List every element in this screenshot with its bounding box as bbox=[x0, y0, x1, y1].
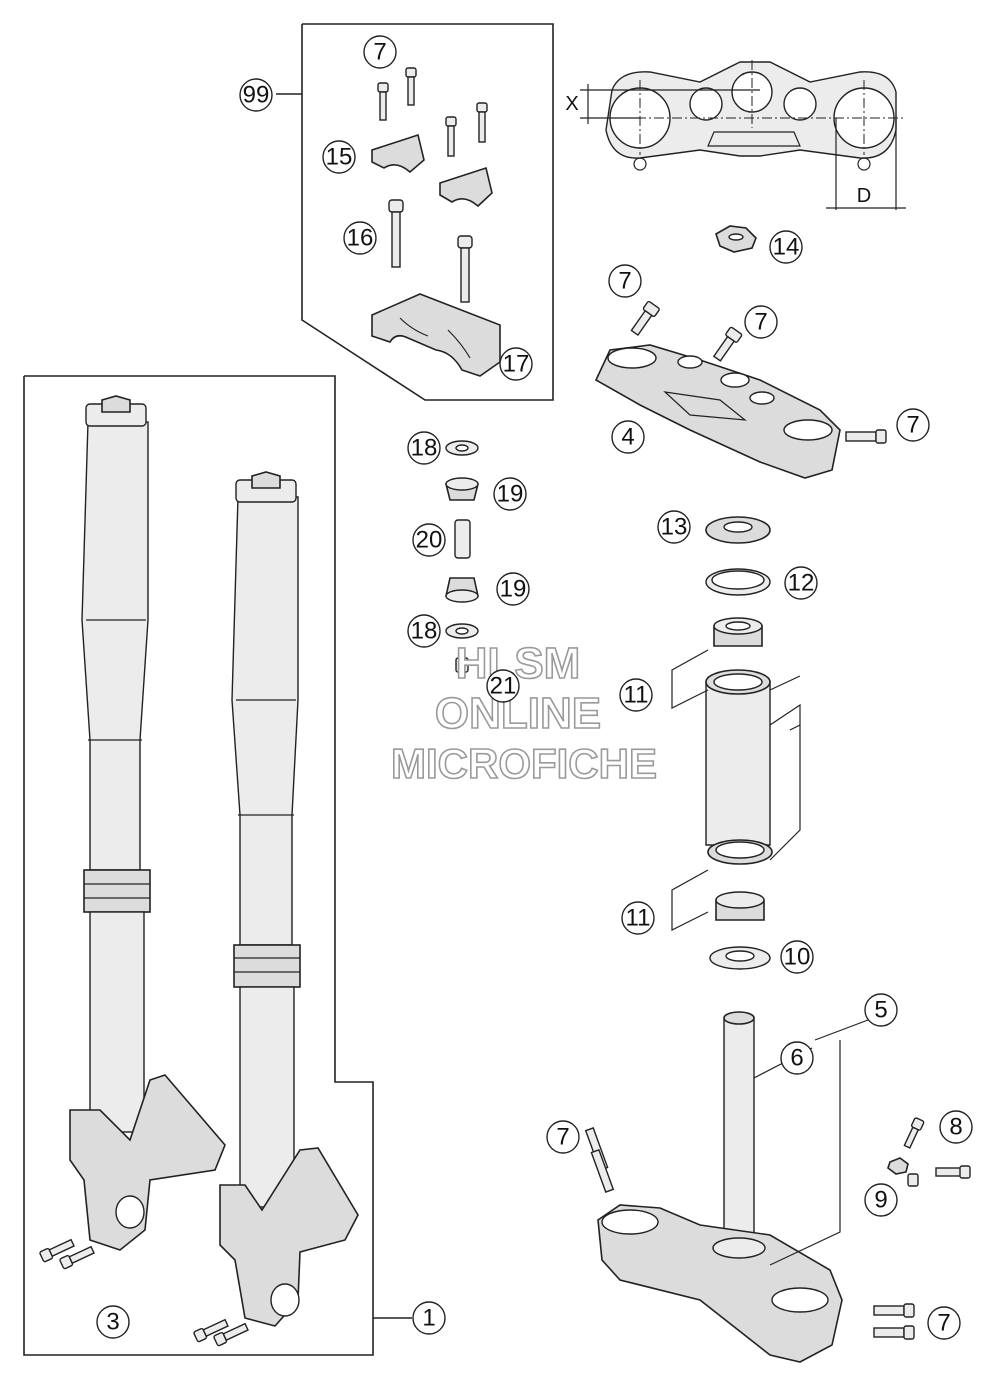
callout-9: 9 bbox=[864, 1183, 898, 1217]
callout-16: 16 bbox=[343, 221, 377, 255]
callout-11-top: 11 bbox=[619, 678, 653, 712]
svg-text:10: 10 bbox=[784, 944, 811, 971]
svg-text:15: 15 bbox=[326, 144, 353, 171]
steering-head-tube bbox=[705, 669, 801, 861]
fork-leg-right bbox=[219, 471, 359, 1327]
fork-bolts-left bbox=[39, 1238, 95, 1270]
callout-4: 4 bbox=[611, 420, 645, 454]
washer-18-top bbox=[445, 440, 479, 456]
washer-18-bottom bbox=[445, 623, 479, 639]
svg-text:16: 16 bbox=[347, 225, 374, 252]
svg-text:7: 7 bbox=[373, 39, 386, 66]
steering-nut bbox=[715, 225, 757, 253]
dimension-x bbox=[580, 84, 760, 124]
svg-text:8: 8 bbox=[949, 1114, 962, 1141]
svg-text:7: 7 bbox=[906, 412, 919, 439]
callout-13: 13 bbox=[657, 510, 691, 544]
svg-text:1: 1 bbox=[422, 1305, 435, 1332]
fork-leg-left bbox=[69, 395, 226, 1251]
callout-99: 99 bbox=[239, 78, 273, 112]
callout-7-b: 7 bbox=[744, 305, 778, 339]
dimension-d bbox=[826, 118, 906, 210]
callout-19-top: 19 bbox=[493, 477, 527, 511]
steering-stem-6 bbox=[723, 1011, 755, 1249]
callout-11-bottom: 11 bbox=[621, 901, 655, 935]
bearing-11-lower bbox=[715, 891, 765, 921]
triple-clamp-top-view bbox=[600, 60, 904, 171]
svg-text:17: 17 bbox=[503, 351, 530, 378]
svg-text:7: 7 bbox=[754, 309, 767, 336]
seal-10 bbox=[709, 946, 771, 970]
callout-6: 6 bbox=[780, 1041, 814, 1075]
svg-text:99: 99 bbox=[243, 82, 270, 109]
bearing-11-upper bbox=[713, 617, 763, 647]
callout-14: 14 bbox=[769, 230, 803, 264]
svg-text:11: 11 bbox=[624, 682, 649, 709]
svg-text:7: 7 bbox=[556, 1124, 569, 1151]
dimension-d-label: D bbox=[857, 185, 871, 207]
svg-text:5: 5 bbox=[874, 997, 887, 1024]
svg-text:12: 12 bbox=[788, 570, 815, 597]
bolt-21 bbox=[455, 657, 469, 673]
svg-text:20: 20 bbox=[416, 527, 443, 554]
callout-1: 1 bbox=[412, 1301, 446, 1335]
sleeve-20 bbox=[454, 519, 471, 559]
callout-18-bottom: 18 bbox=[407, 614, 441, 648]
svg-text:13: 13 bbox=[661, 514, 688, 541]
callout-17: 17 bbox=[499, 347, 533, 381]
bearing-cup-11-lower bbox=[707, 839, 773, 865]
watermark-line-2: ONLINE bbox=[435, 689, 601, 738]
callout-15: 15 bbox=[322, 140, 356, 174]
upper-clamp-bolts bbox=[630, 300, 887, 444]
leader-lines-11 bbox=[671, 649, 709, 931]
bushing-19-top bbox=[444, 477, 480, 501]
callout-5: 5 bbox=[864, 993, 898, 1027]
svg-text:11: 11 bbox=[626, 905, 651, 932]
callout-8: 8 bbox=[939, 1110, 973, 1144]
dimension-x-label: X bbox=[565, 93, 578, 115]
lower-triple-clamp bbox=[597, 1204, 843, 1363]
seal-ring-12 bbox=[705, 568, 771, 596]
kit-bolts-short bbox=[377, 67, 488, 157]
svg-text:18: 18 bbox=[411, 618, 438, 645]
svg-text:6: 6 bbox=[790, 1045, 803, 1072]
callout-7-e: 7 bbox=[927, 1306, 961, 1340]
svg-text:9: 9 bbox=[874, 1187, 887, 1214]
callout-19-bottom: 19 bbox=[496, 572, 530, 606]
fork-bolts-right bbox=[193, 1318, 249, 1347]
screw-8-nut-9 bbox=[887, 1117, 971, 1187]
callout-7-c: 7 bbox=[896, 408, 930, 442]
bushing-19-bottom bbox=[445, 577, 479, 603]
callout-3: 3 bbox=[96, 1305, 130, 1339]
svg-text:4: 4 bbox=[621, 424, 634, 451]
lower-clamp-bolts-right bbox=[873, 1303, 915, 1340]
callout-7-d: 7 bbox=[546, 1120, 580, 1154]
kit-99-box bbox=[276, 23, 554, 401]
svg-text:3: 3 bbox=[106, 1309, 119, 1336]
svg-text:14: 14 bbox=[773, 234, 800, 261]
callout-7-a: 7 bbox=[608, 264, 642, 298]
svg-text:19: 19 bbox=[500, 576, 527, 603]
callout-21: 21 bbox=[486, 669, 520, 703]
fork-assembly-box bbox=[23, 375, 412, 1356]
svg-text:19: 19 bbox=[497, 481, 524, 508]
callout-18-top: 18 bbox=[407, 431, 441, 465]
callout-10: 10 bbox=[780, 940, 814, 974]
callout-7-kit: 7 bbox=[363, 35, 397, 69]
kit-clamp-caps bbox=[371, 133, 493, 208]
watermark-line-3: MICROFICHE bbox=[391, 740, 657, 787]
svg-text:7: 7 bbox=[618, 268, 631, 295]
dust-seal-13 bbox=[705, 516, 771, 544]
kit-bolts-long bbox=[388, 199, 473, 303]
svg-text:21: 21 bbox=[490, 673, 517, 700]
svg-text:7: 7 bbox=[937, 1310, 950, 1337]
callout-12: 12 bbox=[784, 566, 818, 600]
kit-handlebar-mount bbox=[371, 293, 501, 377]
callout-20: 20 bbox=[412, 523, 446, 557]
upper-triple-clamp bbox=[594, 344, 841, 479]
svg-text:18: 18 bbox=[411, 435, 438, 462]
watermark-line-1: HLSM bbox=[456, 639, 581, 688]
lower-clamp-bolts-left bbox=[584, 1127, 615, 1193]
